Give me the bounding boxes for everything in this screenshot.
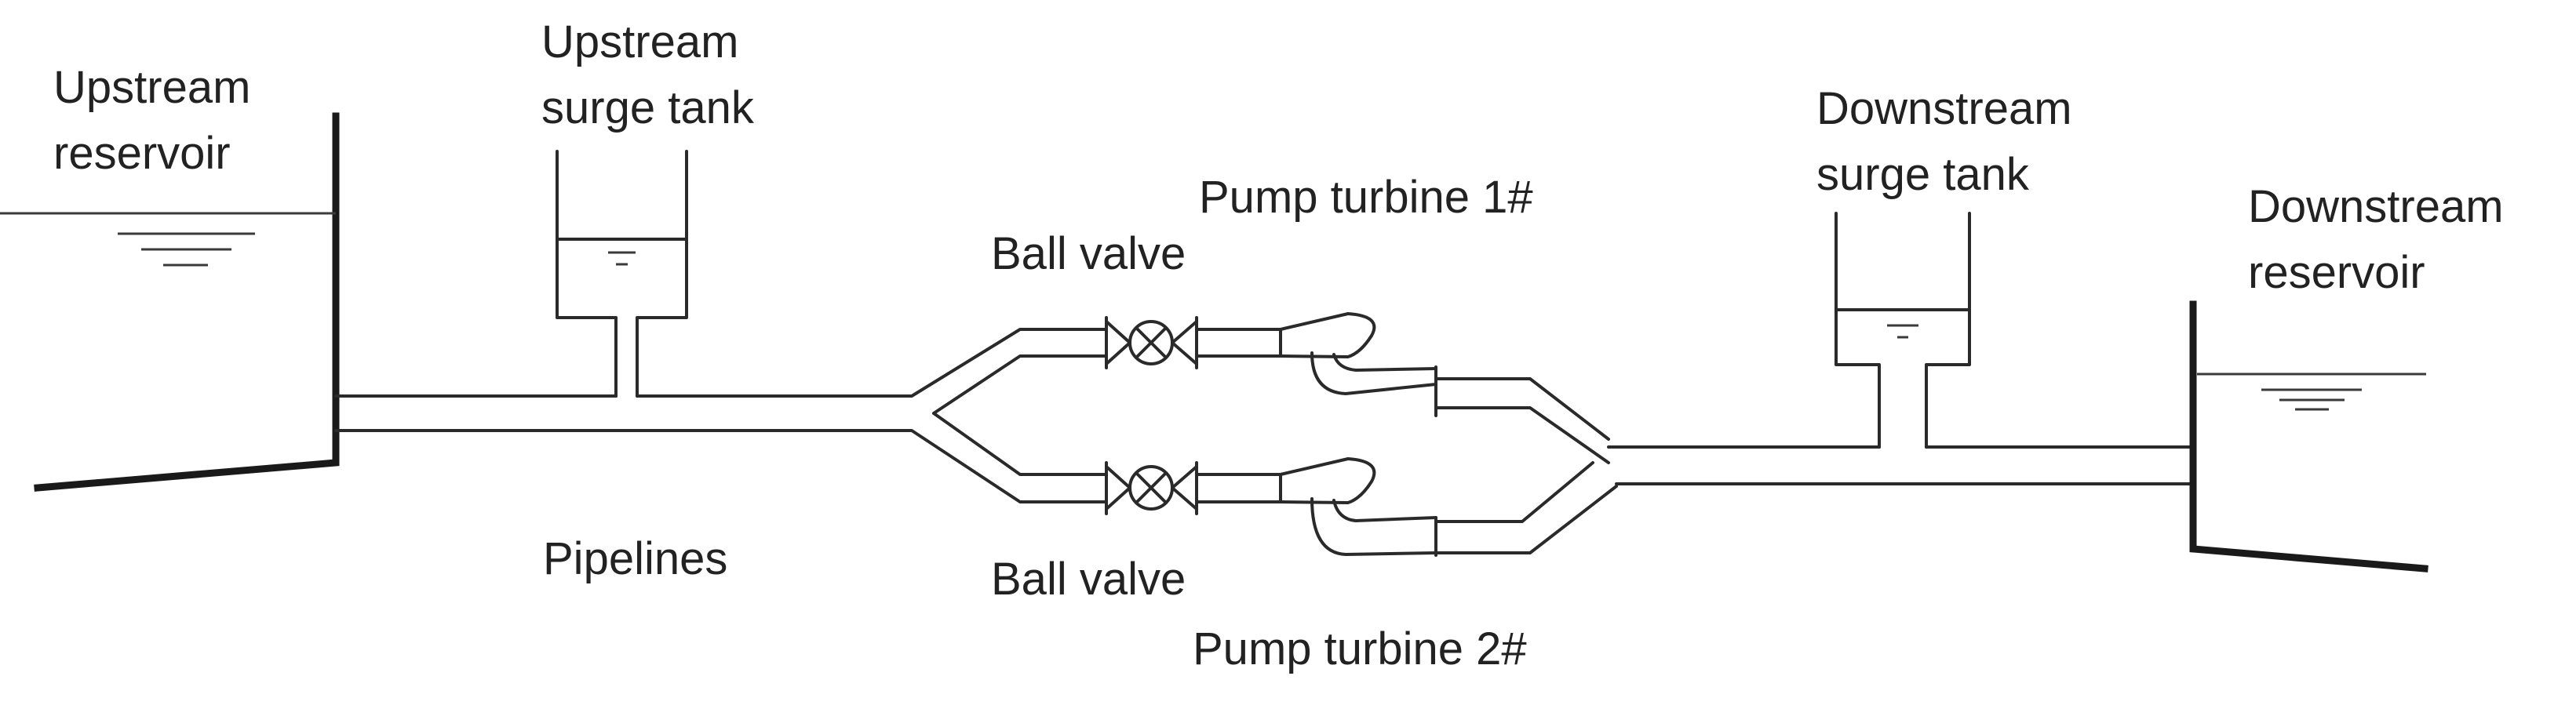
upstream-reservoir-label: Upstream reservoir [53,62,251,179]
upstream-pipeline [334,328,1108,503]
ball-valve-bottom [1105,461,1198,515]
downstream-surge-tank-label: Downstream surge tank [1816,83,2072,200]
pump-turbine-1-label: Pump turbine 1# [1199,172,1533,223]
ball-valve-bottom-label: Ball valve [991,554,1186,605]
upstream-surge-tank-label: Upstream surge tank [541,16,754,133]
downstream-surge-tank [1835,212,1971,449]
downstream-pipeline [1607,445,2195,485]
pump-turbine-2-label: Pump turbine 2# [1193,623,1527,674]
downstream-reservoir [2189,300,2428,572]
pump-turbine-2 [1195,457,1618,557]
pump-turbine-1 [1195,312,1610,464]
ball-valve-top-label: Ball valve [991,228,1186,279]
ball-valve-top [1105,316,1198,369]
downstream-reservoir-label: Downstream reservoir [2248,181,2504,298]
upstream-surge-tank [556,150,688,398]
upstream-reservoir [0,112,340,492]
pipelines-label: Pipelines [543,533,728,584]
